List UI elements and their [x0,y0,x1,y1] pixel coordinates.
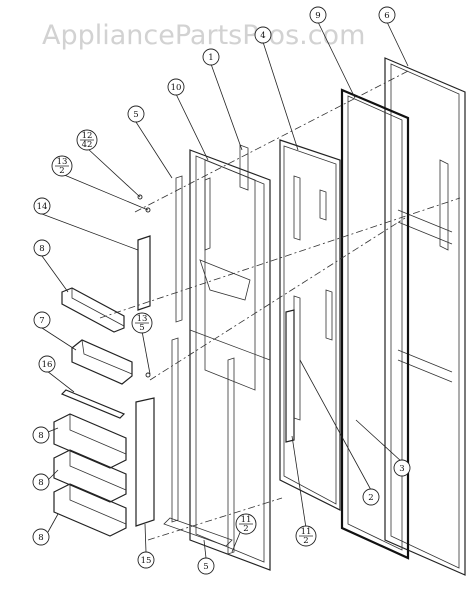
door-gasket [340,88,410,560]
callout-12-42: 12 42 [76,129,98,151]
trim-strip-15 [135,397,155,527]
assembly-lines [99,69,461,541]
svg-text:8: 8 [38,533,43,543]
door-bin-3 [53,483,127,537]
callout-11-2-b: 11 2 [295,525,317,547]
svg-text:5: 5 [203,562,208,572]
door-outer-panel [384,57,466,576]
door-shelf-7 [71,339,133,385]
callout-13-2: 13 2 [51,155,73,177]
svg-text:2: 2 [243,524,248,534]
trim-strip-right [285,309,295,443]
callout-7: 7 [33,311,51,329]
screw [145,372,151,378]
svg-text:13: 13 [57,157,68,167]
door-shelf-top [61,287,125,333]
callout-4: 4 [254,26,272,44]
callout-8-c: 8 [32,473,50,491]
callout-5-bottom: 5 [197,557,215,575]
svg-text:2: 2 [303,536,308,546]
callout-10: 10 [167,78,185,96]
svg-text:1: 1 [208,53,213,63]
svg-text:11: 11 [241,515,252,525]
callout-6: 6 [378,6,396,24]
svg-text:8: 8 [39,244,44,254]
svg-text:10: 10 [171,83,182,93]
callout-8-d: 8 [32,528,50,546]
callout-3: 3 [393,459,411,477]
callout-8-b: 8 [32,426,50,444]
trim-strip-14 [137,235,151,311]
svg-text:2: 2 [59,166,64,176]
callout-11-2-a: 11 2 [235,513,257,535]
inner-door-frame [189,144,271,571]
callout-1: 1 [202,48,220,66]
callout-5-top: 5 [127,105,145,123]
callout-2: 2 [362,488,380,506]
svg-text:2: 2 [368,493,373,503]
svg-text:12: 12 [82,131,93,141]
svg-text:9: 9 [315,11,320,21]
svg-text:5: 5 [133,110,138,120]
svg-text:4: 4 [260,31,265,41]
door-liner [279,139,341,511]
svg-text:8: 8 [38,431,43,441]
svg-text:14: 14 [37,202,48,212]
svg-text:3: 3 [399,464,404,474]
callout-9: 9 [309,6,327,24]
svg-text:11: 11 [301,527,312,537]
callout-8-a: 8 [33,239,51,257]
svg-text:42: 42 [82,140,93,150]
callout-15: 15 [137,551,155,569]
side-rails [163,175,235,555]
watermark: AppliancePartsPros.com [42,20,365,51]
svg-text:8: 8 [38,478,43,488]
leader-lines [41,21,409,559]
svg-text:16: 16 [42,360,53,370]
shelf-retainer-bar [60,389,126,419]
svg-text:7: 7 [39,316,44,326]
door-bin-1 [53,413,127,469]
door-bin-2 [53,449,127,503]
callout-14: 14 [33,197,51,215]
callout-16: 16 [38,355,56,373]
svg-text:5: 5 [139,323,144,333]
svg-text:6: 6 [384,11,389,21]
callout-13-5: 13 5 [131,312,153,334]
svg-text:15: 15 [141,556,152,566]
svg-text:13: 13 [137,314,148,324]
